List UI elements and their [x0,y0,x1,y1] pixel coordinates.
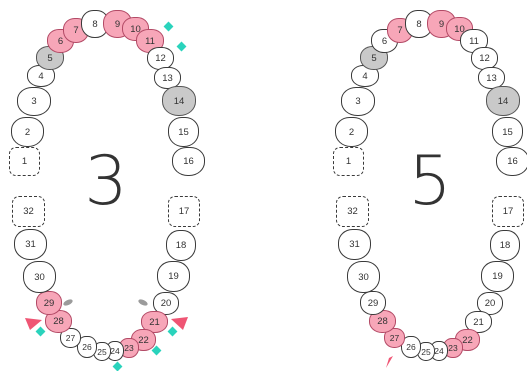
marker-triangle-icon [171,317,188,330]
marker-triangle-icon [25,318,42,330]
marker-triangle-icon [386,356,393,368]
